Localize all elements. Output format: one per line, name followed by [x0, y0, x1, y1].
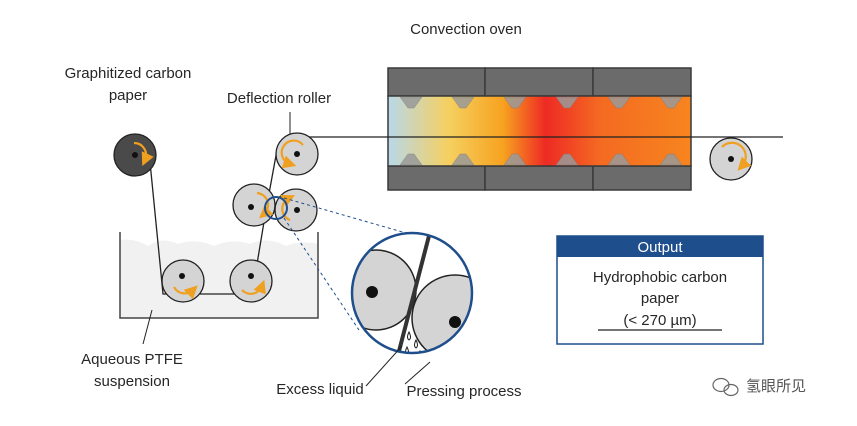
- wechat-watermark: 氢眼所见: [712, 377, 806, 397]
- nip-highlight-circle: [264, 196, 288, 220]
- zoom-connector-lines: [283, 197, 407, 331]
- output-line3: (< 270 µm): [623, 312, 696, 329]
- excess-liquid-label: Excess liquid: [276, 381, 364, 398]
- graphitized-label-line2: paper: [109, 87, 147, 104]
- watermark-text: 氢眼所见: [746, 377, 806, 395]
- bath-roller-right: [229, 259, 273, 303]
- ptfe-label-line2: suspension: [94, 373, 170, 390]
- convection-oven: [387, 67, 692, 191]
- graphitized-paper-spool: [113, 133, 157, 177]
- press-roller-right: [274, 188, 318, 232]
- press-roller-left: [232, 183, 276, 227]
- graphitized-label-line1: Graphitized carbon: [65, 65, 192, 82]
- output-line1: Hydrophobic carbon: [593, 269, 727, 286]
- ptfe-bath: [119, 232, 319, 319]
- output-box: [556, 235, 764, 345]
- pressing-detail-zoom: [350, 231, 474, 355]
- pressing-process-label: Pressing process: [406, 383, 521, 400]
- oven-heating-zone: [387, 95, 692, 167]
- exit-roller: [709, 137, 753, 181]
- convection-oven-label: Convection oven: [410, 21, 522, 38]
- label-leader-lines: [142, 112, 431, 387]
- output-header: [557, 236, 763, 257]
- ptfe-label-line1: Aqueous PTFE: [81, 351, 183, 368]
- bath-roller-left: [161, 259, 205, 303]
- output-line2: paper: [641, 290, 679, 307]
- deflection-roller-label: Deflection roller: [227, 90, 331, 107]
- output-title: Output: [637, 239, 683, 256]
- deflection-roller: [275, 132, 319, 176]
- wechat-icon: [712, 377, 739, 397]
